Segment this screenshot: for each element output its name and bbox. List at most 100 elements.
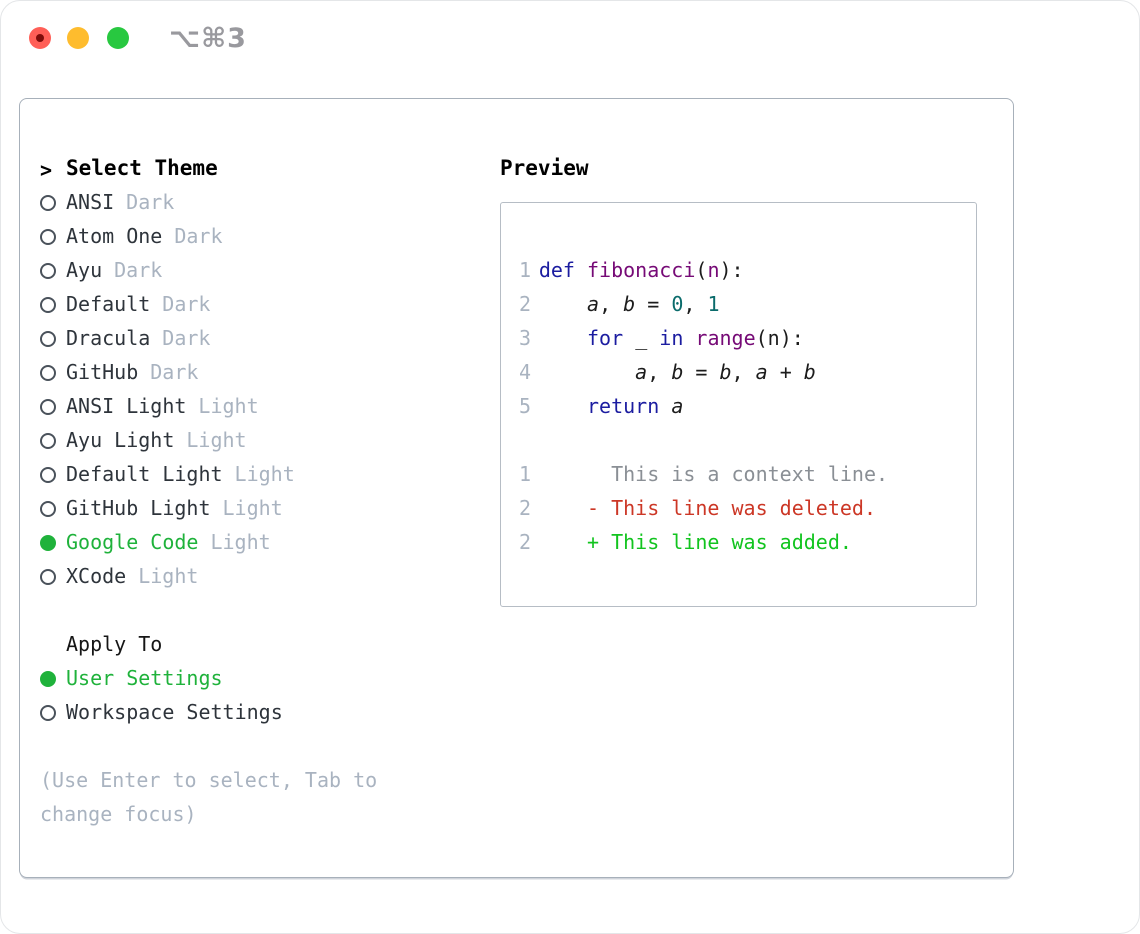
theme-variant-label: Light (186, 428, 247, 452)
line-number: 2 (519, 496, 532, 520)
theme-option[interactable]: Atom One Dark (40, 219, 480, 253)
theme-option-label: GitHub Light (66, 496, 211, 520)
code-line: 3 for _ in range(n): (519, 321, 976, 355)
window-title: ⌥⌘3 (169, 23, 247, 54)
titlebar: ⌥⌘3 (1, 1, 1139, 98)
theme-option[interactable]: Default Light Light (40, 457, 480, 491)
line-number: 2 (519, 530, 532, 554)
select-theme-header: > Select Theme (40, 151, 480, 185)
diff-line: 2 + This line was added. (519, 525, 976, 559)
spacer (40, 593, 480, 627)
diff-line-content: This is a context line. (538, 462, 889, 486)
theme-option-label: ANSI (66, 190, 115, 214)
line-number: 3 (519, 326, 532, 350)
theme-option-label: Atom One (66, 224, 163, 248)
apply-option[interactable]: User Settings (40, 661, 480, 695)
radio-selected-icon (40, 527, 66, 561)
theme-option-label: Dracula (66, 326, 151, 350)
radio-selected-icon (40, 663, 66, 697)
theme-variant-label: Dark (162, 292, 211, 316)
theme-option[interactable]: Dracula Dark (40, 321, 480, 355)
apply-option-label: Workspace Settings (66, 700, 283, 724)
theme-option-label: XCode (66, 564, 127, 588)
apply-option[interactable]: Workspace Settings (40, 695, 480, 729)
theme-variant-label: Light (222, 496, 283, 520)
radio-icon (40, 357, 66, 391)
code-line: 4 a, b = b, a + b (519, 355, 976, 389)
code-line-content: a, b = 0, 1 (587, 292, 720, 316)
theme-option-label: Ayu Light (66, 428, 175, 452)
close-button[interactable] (29, 27, 51, 49)
preview-title: Preview (500, 156, 589, 180)
apply-to-header: Apply To (66, 632, 163, 656)
theme-option[interactable]: Ayu Light Light (40, 423, 480, 457)
maximize-button[interactable] (107, 27, 129, 49)
prompt-icon: > (40, 157, 53, 182)
theme-option[interactable]: ANSI Light Light (40, 389, 480, 423)
select-theme-title: Select Theme (66, 156, 218, 180)
radio-icon (40, 323, 66, 357)
theme-variant-label: Dark (150, 360, 199, 384)
theme-option-label: Ayu (66, 258, 103, 282)
line-number: 1 (519, 258, 532, 282)
theme-variant-label: Light (210, 530, 271, 554)
theme-option-label: Default (66, 292, 151, 316)
radio-icon (40, 289, 66, 323)
radio-icon (40, 493, 66, 527)
code-line-content: a, b = b, a + b (635, 360, 816, 384)
theme-option[interactable]: Ayu Dark (40, 253, 480, 287)
minimize-button[interactable] (67, 27, 89, 49)
theme-variant-label: Light (234, 462, 295, 486)
radio-icon (40, 255, 66, 289)
theme-variant-label: Dark (162, 326, 211, 350)
diff-line-content: + This line was added. (587, 530, 852, 554)
theme-variant-label: Dark (114, 258, 163, 282)
apply-option-label: User Settings (66, 666, 223, 690)
theme-option[interactable]: Default Dark (40, 287, 480, 321)
code-line: 2 a, b = 0, 1 (519, 287, 976, 321)
theme-variant-label: Light (138, 564, 199, 588)
theme-option[interactable]: GitHub Dark (40, 355, 480, 389)
radio-icon (40, 561, 66, 595)
theme-option-label: Default Light (66, 462, 223, 486)
radio-icon (40, 697, 66, 731)
close-dot-icon (36, 34, 44, 42)
diff-line-content: - This line was deleted. (587, 496, 876, 520)
code-line-content: def fibonacci(n): (538, 258, 744, 282)
theme-option-label: GitHub (66, 360, 139, 384)
line-number: 5 (519, 394, 532, 418)
radio-icon (40, 221, 66, 255)
theme-option[interactable]: XCode Light (40, 559, 480, 593)
diff-preview: 1 This is a context line.2 - This line w… (519, 457, 976, 559)
code-line-content: for _ in range(n): (587, 326, 804, 350)
theme-option[interactable]: ANSI Dark (40, 185, 480, 219)
radio-icon (40, 187, 66, 221)
radio-icon (40, 459, 66, 493)
diff-line: 1 This is a context line. (519, 457, 976, 491)
diff-line: 2 - This line was deleted. (519, 491, 976, 525)
theme-option[interactable]: GitHub Light Light (40, 491, 480, 525)
code-line: 5 return a (519, 389, 976, 423)
radio-icon (40, 391, 66, 425)
theme-variant-label: Light (198, 394, 259, 418)
radio-icon (40, 425, 66, 459)
spacer (519, 423, 976, 457)
theme-option-label: ANSI Light (66, 394, 187, 418)
line-number: 1 (519, 462, 532, 486)
theme-variant-label: Dark (126, 190, 175, 214)
theme-variant-label: Dark (174, 224, 223, 248)
code-line-content: return a (587, 394, 684, 418)
line-number: 4 (519, 360, 532, 384)
help-text: (Use Enter to select, Tab to change focu… (40, 768, 378, 826)
line-number: 2 (519, 292, 532, 316)
